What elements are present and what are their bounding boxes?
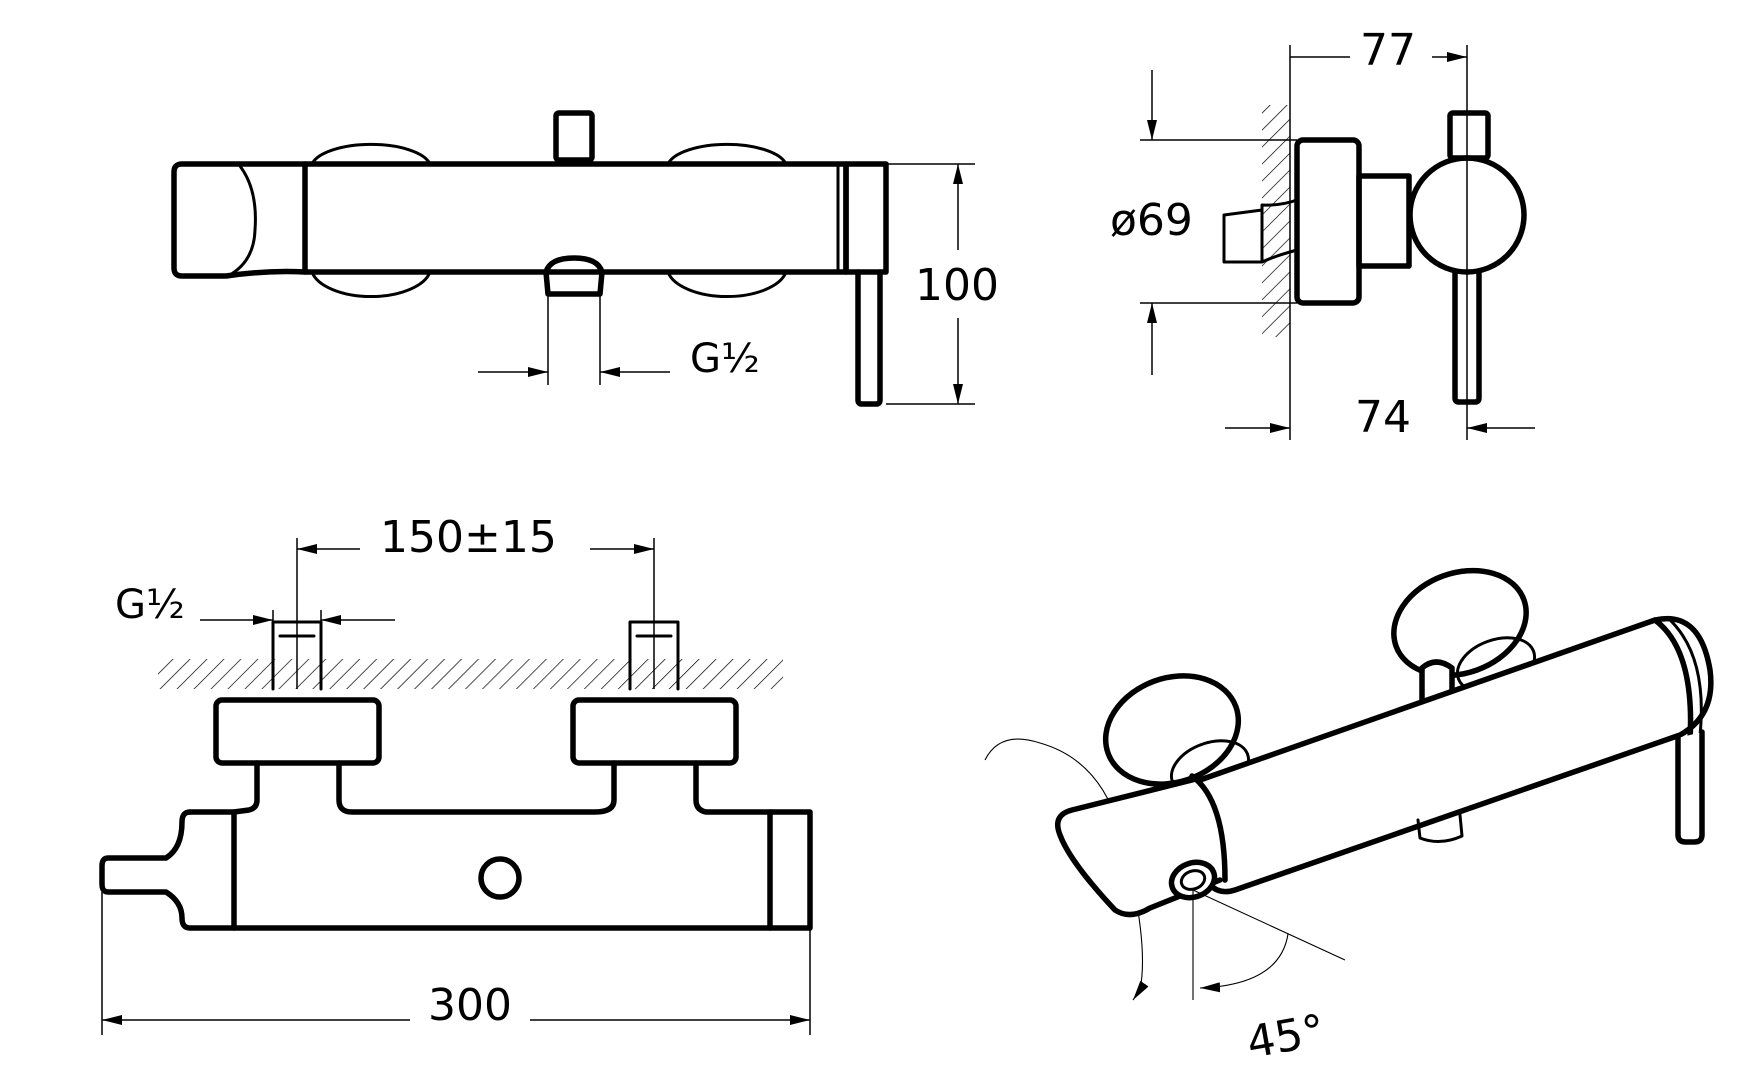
iso-end-cap-ring-1 [1652,617,1694,743]
side-inlet-thread [1222,198,1299,264]
dim-depth-bottom-label: 74 [1355,392,1411,443]
rotation-arc [984,738,1144,991]
iso-spout-collar [1189,773,1228,883]
isometric-view: 45° [984,567,1714,1069]
right-rosette-bottom [666,270,788,299]
left-rosette-top [310,142,432,166]
dim-spacing-label: 150±15 [380,512,557,563]
iso-right-rosette [1391,567,1529,679]
iso-outlet [1416,813,1464,843]
angle-line-diagonal [1192,889,1346,961]
iso-end-cap-ring-2 [1666,616,1703,737]
side-button [1447,110,1491,161]
top-left-neck [231,760,775,815]
side-rosette [1294,137,1362,306]
top-view: 150±15 G½ 300 [99,512,813,1035]
spout [171,161,308,279]
iso-spout-outlet-inner [1179,869,1207,891]
dim-angle-label: 45° [1243,1005,1329,1069]
dim-thread-top-label: G½ [115,582,185,628]
left-inlet-thread [271,620,323,691]
top-right-rosette [570,697,739,766]
top-spout [99,809,237,931]
diverter-button [553,110,595,163]
angle-arc [1199,933,1289,993]
dim-length-label: 300 [428,980,512,1031]
dim-depth-top-label: 77 [1360,25,1416,76]
top-diverter-circle [478,856,522,900]
left-rosette-bottom [310,270,432,299]
handle-lever [855,269,883,407]
front-view: 100 G½ [171,110,999,407]
top-left-rosette [213,697,382,766]
diverter-stem [558,158,590,167]
outlet-thread [543,255,605,297]
dim-thread-front-label: G½ [690,336,760,382]
end-cap [843,161,889,275]
side-view: ø69 77 74 [1110,25,1535,443]
rotation-arrow [1132,980,1149,1001]
right-inlet-thread [628,620,680,691]
iso-handle [1675,729,1705,845]
right-rosette-top [666,142,788,166]
side-neck [1356,173,1412,269]
top-body [187,809,813,931]
spout-inner-curve [226,164,257,278]
dim-diameter-label: ø69 [1110,195,1193,246]
top-wall-hatch [158,659,783,689]
wall-hatch [1262,105,1290,337]
dim-height-label: 100 [915,260,999,311]
iso-spout-outlet [1168,859,1218,901]
